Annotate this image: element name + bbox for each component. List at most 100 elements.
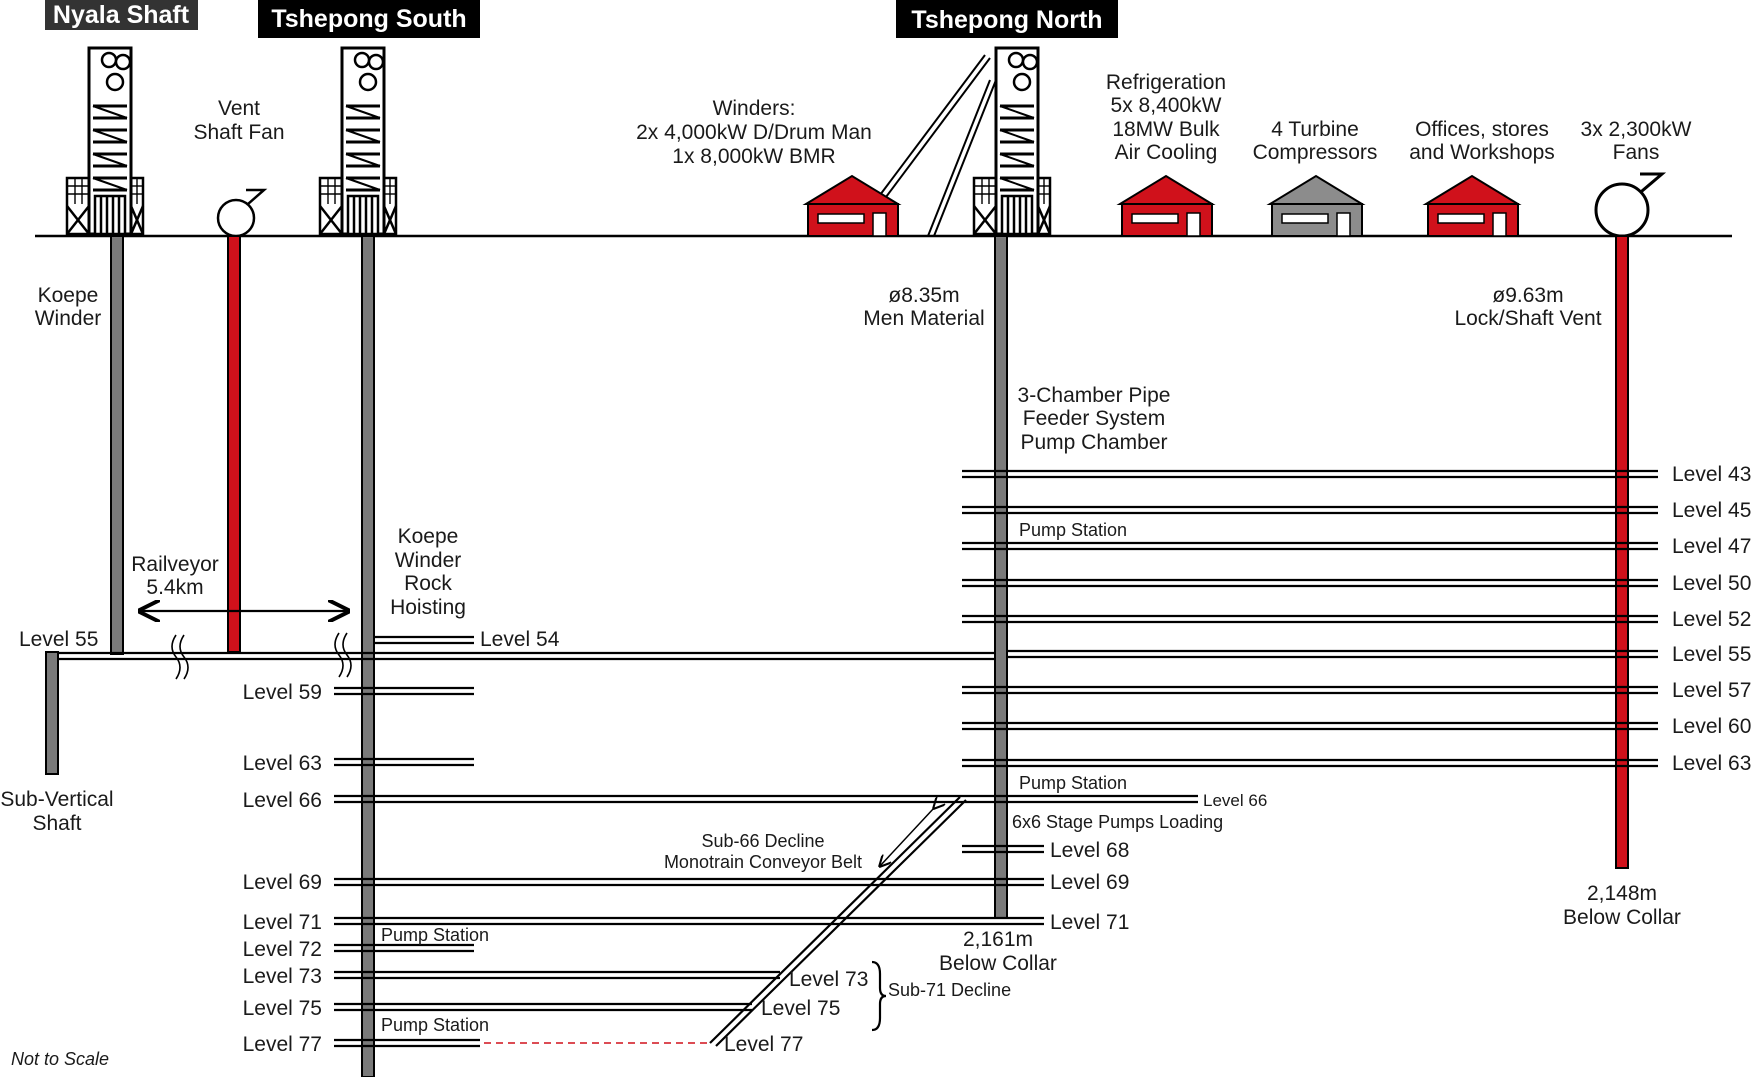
- tshepong-north-title: Tshepong North: [911, 6, 1102, 34]
- nyala-headframe-icon: [65, 46, 145, 236]
- level-label-77: Level 77: [243, 1033, 322, 1056]
- pipe-feeder-label-3: Pump Chamber: [1020, 431, 1167, 454]
- pump-station-label-north-1: Pump Station: [1019, 520, 1127, 540]
- tshepong-north-headframe-icon: [972, 46, 1052, 236]
- svg-text:Vent: Vent: [218, 97, 260, 120]
- lock-vent-label-1: ø9.63m: [1492, 284, 1563, 307]
- underground-labels: Koepe Winder ø8.35m Men Material ø9.63m …: [0, 284, 1681, 1069]
- level-label-69: Level 69: [243, 871, 322, 894]
- level-label-63: Level 63: [243, 752, 322, 775]
- pipe-feeder-label-2: Feeder System: [1023, 407, 1165, 430]
- koepe-winder-label-1: Koepe: [38, 284, 99, 307]
- tshepong-south-shaft-column: [361, 235, 375, 1077]
- compressor-building-icon: [1266, 174, 1366, 237]
- vent-fan-label-2: Shaft Fan: [193, 121, 284, 144]
- level-label-75: Level 75: [243, 997, 322, 1020]
- level-label-73: Level 73: [243, 965, 322, 988]
- offices-label-1: Offices, stores: [1415, 118, 1549, 141]
- fans-label-2: Fans: [1613, 141, 1660, 164]
- surface-labels: Vent Shaft Fan Winders: 2x 4,000kW D/Dru…: [193, 71, 1691, 168]
- refrigeration-building-icon: [1116, 174, 1216, 237]
- level-label-71-north: Level 71: [1050, 911, 1129, 934]
- level-labels: Level 55 Level 54 Level 59 Level 63 Leve…: [19, 463, 1751, 1056]
- sub66-label-2: Monotrain Conveyor Belt: [664, 852, 862, 872]
- refrigeration-label-1: Refrigeration: [1106, 71, 1226, 94]
- level-label-nyala-55: Level 55: [19, 628, 98, 651]
- tshepong-north-shaft-column: [994, 235, 1008, 919]
- depth-vent-label-2: Below Collar: [1563, 906, 1681, 929]
- koepe-rock-label-3: Rock: [404, 572, 452, 595]
- depth-north-label-1: 2,161m: [963, 928, 1033, 951]
- nyala-shaft-column: [110, 235, 124, 655]
- railveyor-label-2: 5.4km: [146, 576, 203, 599]
- vent-fan-label-1: Vent: [218, 97, 260, 120]
- sub-vertical-label-2: Shaft: [32, 812, 81, 835]
- sub71-label: Sub-71 Decline: [888, 980, 1011, 1000]
- koepe-rock-label-4: Hoisting: [390, 596, 466, 619]
- men-material-label-2: Men Material: [863, 307, 984, 330]
- tshepong-south-badge: Tshepong South: [258, 0, 480, 38]
- level-label-68-north: Level 68: [1050, 839, 1129, 862]
- nyala-shaft-title: Nyala Shaft: [53, 1, 190, 29]
- koepe-rock-label-2: Winder: [395, 549, 462, 572]
- vent-shaft-column: [227, 235, 241, 653]
- level-label-55: Level 55: [1672, 643, 1751, 666]
- stage-pumps-label: 6x6 Stage Pumps Loading: [1012, 812, 1223, 832]
- koepe-rock-label-1: Koepe: [398, 525, 459, 548]
- depth-north-label-2: Below Collar: [939, 952, 1057, 975]
- sub66-arrow: [880, 808, 934, 866]
- koepe-winder-label-2: Winder: [35, 307, 102, 330]
- railveyor-label-1: Railveyor: [131, 553, 219, 576]
- level-lines: [58, 469, 1658, 1048]
- level-label-52: Level 52: [1672, 608, 1751, 631]
- tshepong-south-headframe-icon: [318, 46, 398, 236]
- level-label-73-decline: Level 73: [789, 968, 868, 991]
- tshepong-south-title: Tshepong South: [271, 5, 466, 33]
- railveyor-break-marks: [171, 632, 352, 680]
- refrigeration-label-3: 18MW Bulk: [1112, 118, 1220, 141]
- refrigeration-label-4: Air Cooling: [1115, 141, 1218, 164]
- level-label-69-north: Level 69: [1050, 871, 1129, 894]
- main-fans-icon: [1594, 172, 1667, 238]
- sub-vertical-shaft-column: [45, 651, 59, 775]
- winder-ropes: [879, 54, 997, 237]
- level-label-57: Level 57: [1672, 679, 1751, 702]
- tshepong-north-badge: Tshepong North: [896, 0, 1118, 38]
- level-label-66-north: Level 66: [1203, 791, 1267, 810]
- level-label-63-north: Level 63: [1672, 752, 1751, 775]
- vent-shaft-fan-icon: [216, 188, 268, 238]
- level-label-45: Level 45: [1672, 499, 1751, 522]
- sub-vertical-label-1: Sub-Vertical: [0, 788, 113, 811]
- turbine-label-2: Compressors: [1253, 141, 1378, 164]
- sub71-brace: [871, 960, 887, 1032]
- winders-label-1: Winders:: [713, 97, 796, 120]
- sub66-label-1: Sub-66 Decline: [701, 831, 824, 851]
- level-label-47: Level 47: [1672, 535, 1751, 558]
- nyala-shaft-badge: Nyala Shaft: [45, 0, 198, 30]
- pipe-feeder-label-1: 3-Chamber Pipe: [1018, 384, 1171, 407]
- level-label-south-54: Level 54: [480, 628, 560, 651]
- level-label-43: Level 43: [1672, 463, 1751, 486]
- offices-label-2: and Workshops: [1409, 141, 1555, 164]
- fans-label-1: 3x 2,300kW: [1581, 118, 1692, 141]
- svg-text:Shaft Fan: Shaft Fan: [193, 121, 284, 144]
- pump-station-label-south-2: Pump Station: [381, 1015, 489, 1035]
- lock-vent-shaft-column: [1615, 235, 1629, 869]
- not-to-scale-note: Not to Scale: [11, 1049, 109, 1069]
- turbine-label-1: 4 Turbine: [1271, 118, 1359, 141]
- level-label-60: Level 60: [1672, 715, 1751, 738]
- offices-building-icon: [1422, 174, 1522, 237]
- level-label-50: Level 50: [1672, 572, 1751, 595]
- depth-vent-label-1: 2,148m: [1587, 882, 1657, 905]
- winders-label-2: 2x 4,000kW D/Drum Man: [636, 121, 872, 144]
- winders-label-3: 1x 8,000kW BMR: [672, 145, 835, 168]
- level-label-72: Level 72: [243, 938, 322, 961]
- level-label-66: Level 66: [243, 789, 322, 812]
- level-label-75-decline: Level 75: [761, 997, 840, 1020]
- level-label-59: Level 59: [243, 681, 322, 704]
- level-label-71: Level 71: [243, 911, 322, 934]
- pump-station-label-south-1: Pump Station: [381, 925, 489, 945]
- pump-station-label-north-2: Pump Station: [1019, 773, 1127, 793]
- refrigeration-label-2: 5x 8,400kW: [1111, 94, 1222, 117]
